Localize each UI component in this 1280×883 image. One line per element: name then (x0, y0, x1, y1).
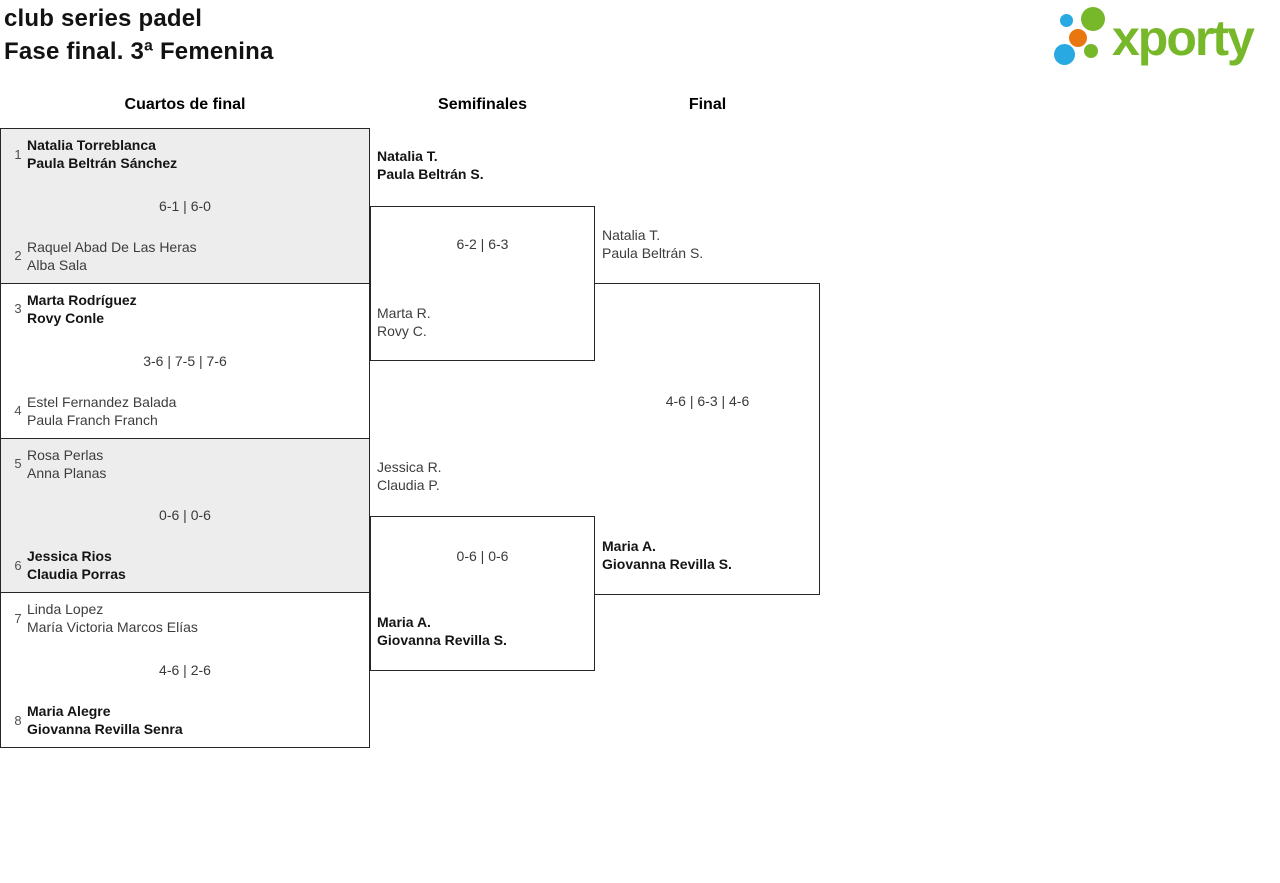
team-names: Linda Lopez María Victoria Marcos Elías (27, 601, 198, 636)
team-names: Maria Alegre Giovanna Revilla Senra (27, 703, 183, 737)
match-score: 0-6 | 0-6 (159, 507, 211, 524)
team-names: Rosa Perlas Anna Planas (27, 446, 107, 481)
logo-dot-orange-icon (1069, 29, 1087, 47)
seed-number: 4 (14, 403, 22, 418)
logo-dot-blue-large-icon (1054, 44, 1075, 65)
quarterfinal-match-1: 1 Natalia Torreblanca Paula Beltrán Sánc… (1, 129, 369, 283)
final-match-box (595, 283, 820, 595)
seed-number: 2 (14, 248, 22, 264)
page-title: club series padel Fase final. 3ª Femenin… (4, 2, 274, 68)
seed-number: 7 (14, 610, 22, 626)
xporty-logo[interactable]: xporty (1050, 4, 1278, 74)
quarterfinal-match-3: 5 Rosa Perlas Anna Planas 0-6 | 0-6 6 Je… (1, 437, 369, 593)
match-score: 3-6 | 7-5 | 7-6 (143, 352, 227, 369)
team-names: Jessica Rios Claudia Porras (27, 548, 126, 583)
team-entry: 4 Estel Fernandez Balada Paula Franch Fr… (9, 393, 176, 429)
semifinal-match-2-box (370, 516, 595, 671)
team-names: Natalia Torreblanca Paula Beltrán Sánche… (27, 137, 178, 171)
quarterfinal-match-4: 7 Linda Lopez María Victoria Marcos Elía… (1, 592, 369, 747)
match-score: 6-2 | 6-3 (456, 236, 509, 252)
team-entry: 2 Raquel Abad De Las Heras Alba Sala (9, 238, 197, 274)
logo-dot-green-small-icon (1084, 44, 1098, 58)
match-score: 4-6 | 2-6 (159, 662, 211, 679)
match-score: 4-6 | 6-3 | 4-6 (665, 393, 750, 409)
tournament-name: club series padel (4, 5, 203, 32)
team-names: Estel Fernandez Balada Paula Franch Fran… (27, 393, 177, 428)
seed-number: 8 (14, 712, 22, 728)
team-names: Jessica R. Claudia P. (377, 459, 442, 493)
team-names: Maria A. Giovanna Revilla S. (377, 614, 507, 648)
column-header-quarterfinals: Cuartos de final (124, 96, 246, 113)
quarterfinal-match-2: 3 Marta Rodríguez Rovy Conle 3-6 | 7-5 |… (1, 282, 369, 438)
quarterfinals-column: 1 Natalia Torreblanca Paula Beltrán Sánc… (0, 128, 370, 748)
column-header-semifinals: Semifinales (438, 96, 527, 113)
team-entry: 1 Natalia Torreblanca Paula Beltrán Sánc… (9, 136, 177, 172)
phase-subtitle: Fase final. 3ª Femenina (4, 38, 274, 65)
seed-number: 6 (14, 557, 22, 573)
logo-dot-green-large-icon (1081, 7, 1105, 31)
match-score: 0-6 | 0-6 (456, 548, 509, 564)
match-score: 6-1 | 6-0 (159, 197, 211, 214)
team-entry: 6 Jessica Rios Claudia Porras (9, 547, 126, 583)
team-entry: 7 Linda Lopez María Victoria Marcos Elía… (9, 600, 198, 636)
logo-wordmark: xporty (1112, 10, 1255, 66)
team-names: Marta R. Rovy C. (377, 305, 431, 339)
seed-number: 1 (14, 146, 22, 162)
semifinal-match-1-box (370, 206, 595, 361)
team-names: Natalia T. Paula Beltrán S. (602, 227, 704, 261)
team-names: Raquel Abad De Las Heras Alba Sala (27, 238, 197, 273)
logo-dot-blue-small-icon (1060, 14, 1073, 27)
team-entry: 5 Rosa Perlas Anna Planas (9, 446, 106, 482)
team-entry: 3 Marta Rodríguez Rovy Conle (9, 291, 137, 327)
team-names: Natalia T. Paula Beltrán S. (377, 148, 484, 182)
column-header-final: Final (688, 96, 727, 113)
team-entry: 8 Maria Alegre Giovanna Revilla Senra (9, 702, 183, 738)
seed-number: 3 (14, 301, 22, 317)
team-names: Maria A. Giovanna Revilla S. (602, 538, 732, 572)
seed-number: 5 (14, 456, 22, 471)
team-names: Marta Rodríguez Rovy Conle (27, 291, 137, 326)
